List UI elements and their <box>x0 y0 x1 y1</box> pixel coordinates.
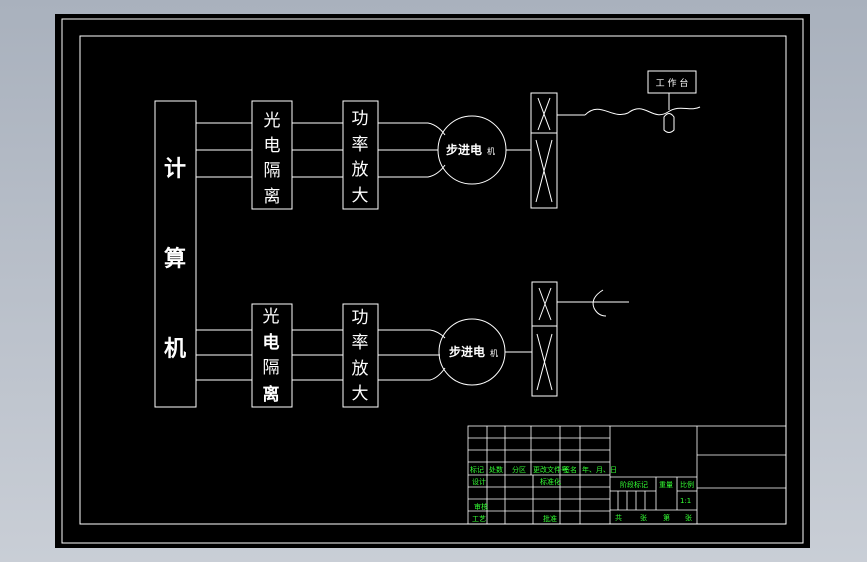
amplifier-char: 率 <box>352 333 369 353</box>
computer-char: 计 <box>164 157 186 182</box>
standard-label: 标准化 <box>540 477 561 486</box>
lead-screw-top <box>584 106 701 116</box>
isolation-char: 光 <box>263 307 280 327</box>
stage-label: 阶段标记 <box>620 480 648 489</box>
motor-top-label: 步进电 <box>446 142 482 157</box>
coupling-bottom <box>531 281 558 397</box>
amplifier-bottom-label: 功 率 放 大 <box>352 308 369 404</box>
isolation-char: 隔 <box>263 358 280 378</box>
header-date: 年、月、日 <box>582 465 617 474</box>
computer-block <box>154 100 197 408</box>
header-zone: 分区 <box>512 465 526 474</box>
header-count: 处数 <box>489 465 503 474</box>
outer-border <box>61 18 804 544</box>
header-change-doc: 更改文件号 <box>533 465 568 474</box>
title-block-text: 标记 处数 分区 更改文件号 签名 年、月、日 设计 标准化 审核 工艺 批准 … <box>470 465 694 523</box>
amplifier-top-label: 功 率 放 大 <box>352 109 369 206</box>
worktable-box <box>647 70 697 94</box>
title-block <box>467 425 787 525</box>
header-signature: 签名 <box>563 465 577 474</box>
isolation-char: 离 <box>263 384 280 405</box>
review-label: 审核 <box>474 502 488 511</box>
isolation-block-top <box>251 100 293 210</box>
block-diagram <box>154 70 701 408</box>
lead-screw-bottom <box>592 289 607 317</box>
coupling-top <box>530 92 558 209</box>
sheet-number: 第 <box>663 513 670 522</box>
nut-top <box>663 113 675 133</box>
amplifier-char: 功 <box>352 308 369 328</box>
isolation-char: 电 <box>264 136 281 156</box>
isolation-bottom-label: 光 电 隔 离 <box>263 307 280 405</box>
isolation-char: 电 <box>263 332 280 353</box>
scale-label: 比例 <box>680 480 694 489</box>
sheets-unit: 张 <box>640 513 647 522</box>
scale-value: 1:1 <box>680 497 691 505</box>
computer-label: 计 算 机 <box>164 157 186 362</box>
amplifier-char: 大 <box>352 186 369 206</box>
amplifier-char: 大 <box>352 384 369 404</box>
motor-top-label-tail: 机 <box>487 146 495 156</box>
computer-char: 机 <box>164 337 186 362</box>
amplifier-char: 率 <box>352 135 369 155</box>
design-label: 设计 <box>472 477 486 486</box>
isolation-char: 光 <box>264 111 281 131</box>
amplifier-block-top <box>342 100 379 210</box>
sheets-total: 共 <box>615 513 622 522</box>
isolation-char: 离 <box>264 187 281 207</box>
sheet-unit: 张 <box>685 513 692 522</box>
drawing-sheet <box>55 14 810 548</box>
amplifier-char: 放 <box>352 359 369 379</box>
amplifier-char: 功 <box>352 109 369 129</box>
amplifier-char: 放 <box>352 160 369 180</box>
worktable-label: 工 作 台 <box>656 77 689 89</box>
computer-char: 算 <box>164 246 186 272</box>
weight-label: 重量 <box>659 481 673 489</box>
inner-frame <box>79 35 787 525</box>
isolation-top-label: 光 电 隔 离 <box>264 111 281 207</box>
header-mark: 标记 <box>470 465 484 474</box>
craft-label: 工艺 <box>472 515 486 523</box>
motor-bottom-label: 步进电 <box>449 344 485 359</box>
approve-label: 批准 <box>543 514 557 523</box>
motor-bottom-label-tail: 机 <box>490 348 498 358</box>
isolation-char: 隔 <box>264 161 281 181</box>
